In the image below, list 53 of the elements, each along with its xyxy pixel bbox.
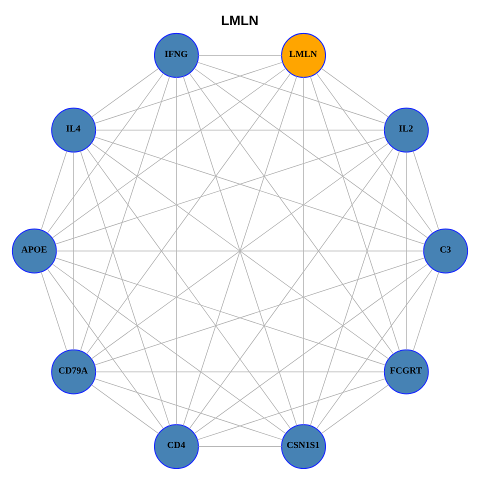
diagram-title: LMLN [220,12,259,28]
connector [94,136,425,245]
connector [86,73,291,354]
connector [198,446,282,447]
connector [52,264,286,434]
connector [86,148,291,429]
connector [94,257,425,366]
connector [189,73,394,354]
connector [412,150,440,230]
connector [316,73,433,234]
connector [182,76,298,426]
connector [189,148,394,430]
node-circle: CSN1S1 [281,424,326,470]
node-circle: LMLN [281,32,326,78]
connector [73,152,74,350]
connector [406,152,407,350]
node-circle: CD4 [154,424,199,470]
connector [321,384,389,434]
connector [197,62,386,124]
node-circle: IL2 [384,108,429,153]
node-circle: C3 [423,228,468,274]
connector [197,378,386,440]
connector [91,142,389,360]
node-circle: IL4 [51,108,96,153]
connector [310,76,400,352]
connector [194,68,428,238]
connector [194,264,428,434]
connector [40,272,68,352]
node-circle: APOE [12,228,57,274]
connector [55,136,386,245]
connector [47,73,164,234]
connector [91,68,159,118]
connector [47,268,164,429]
connector [80,150,170,426]
connector [316,268,433,429]
connector [52,68,286,238]
connector [94,378,283,440]
connector [95,371,385,372]
connector [80,76,170,352]
connector [40,150,68,230]
connector [321,68,389,118]
node-circle: IFNG [154,32,199,78]
connector [176,77,177,425]
connector [56,250,424,252]
node-circle: FCGRT [384,349,429,394]
connector [412,272,440,352]
connector [303,77,304,425]
node-circle: CD79A [51,349,96,394]
connector [94,62,283,124]
connector [55,257,386,366]
connector [91,384,159,434]
connector [198,55,282,56]
connector [310,150,400,426]
